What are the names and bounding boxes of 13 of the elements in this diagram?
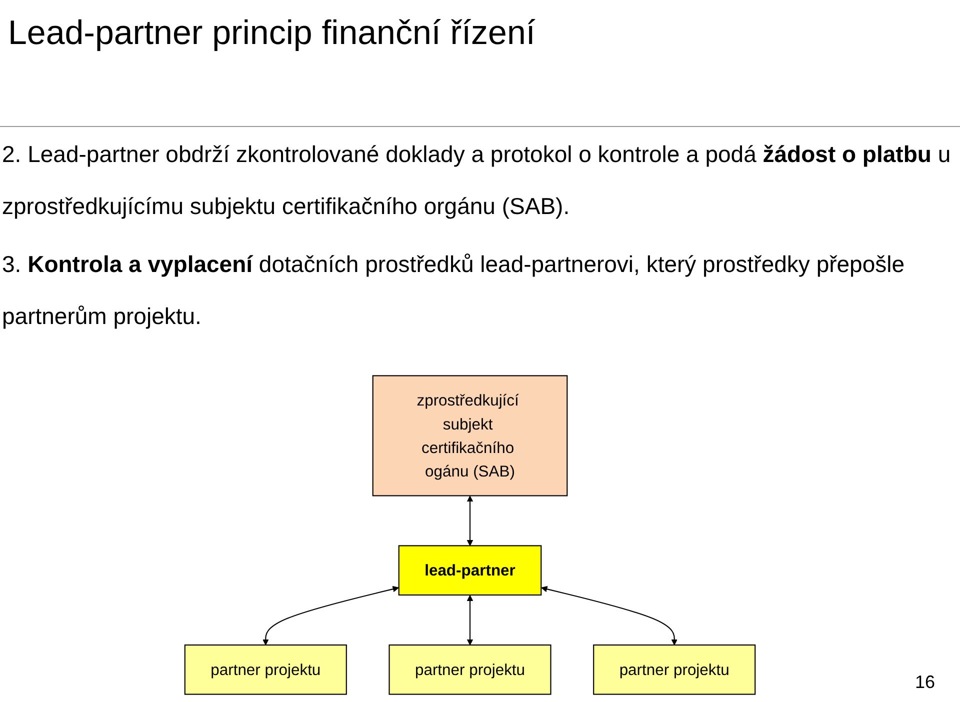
node-box: partner projektu [593,644,756,695]
node-box: lead-partner [398,545,542,596]
node-box: partner projektu [388,644,552,695]
arrow [466,595,474,646]
arrow [262,586,399,646]
slide-title: Lead-partner princip finanční řízení [8,13,536,54]
arrow [541,586,678,646]
page-number: 16 [915,672,936,693]
arrow [466,496,474,546]
node-box: zprostředkující subjekt certifikačního ogánu (SAB) [372,375,568,496]
node-box: partner projektu [184,644,347,695]
paragraph: 3. Kontrola a vyplacení dotačních prostředků lead-partnerovi, který prostředky přepošle partnerům projektu. [2,250,906,331]
paragraph: 2. Lead-partner obdrží zkontrolované doklady a protokol o kontrole a podá žádost o platbu u zprostředkujícímu subjektu certifikačního orgánu (SAB). [2,140,952,221]
